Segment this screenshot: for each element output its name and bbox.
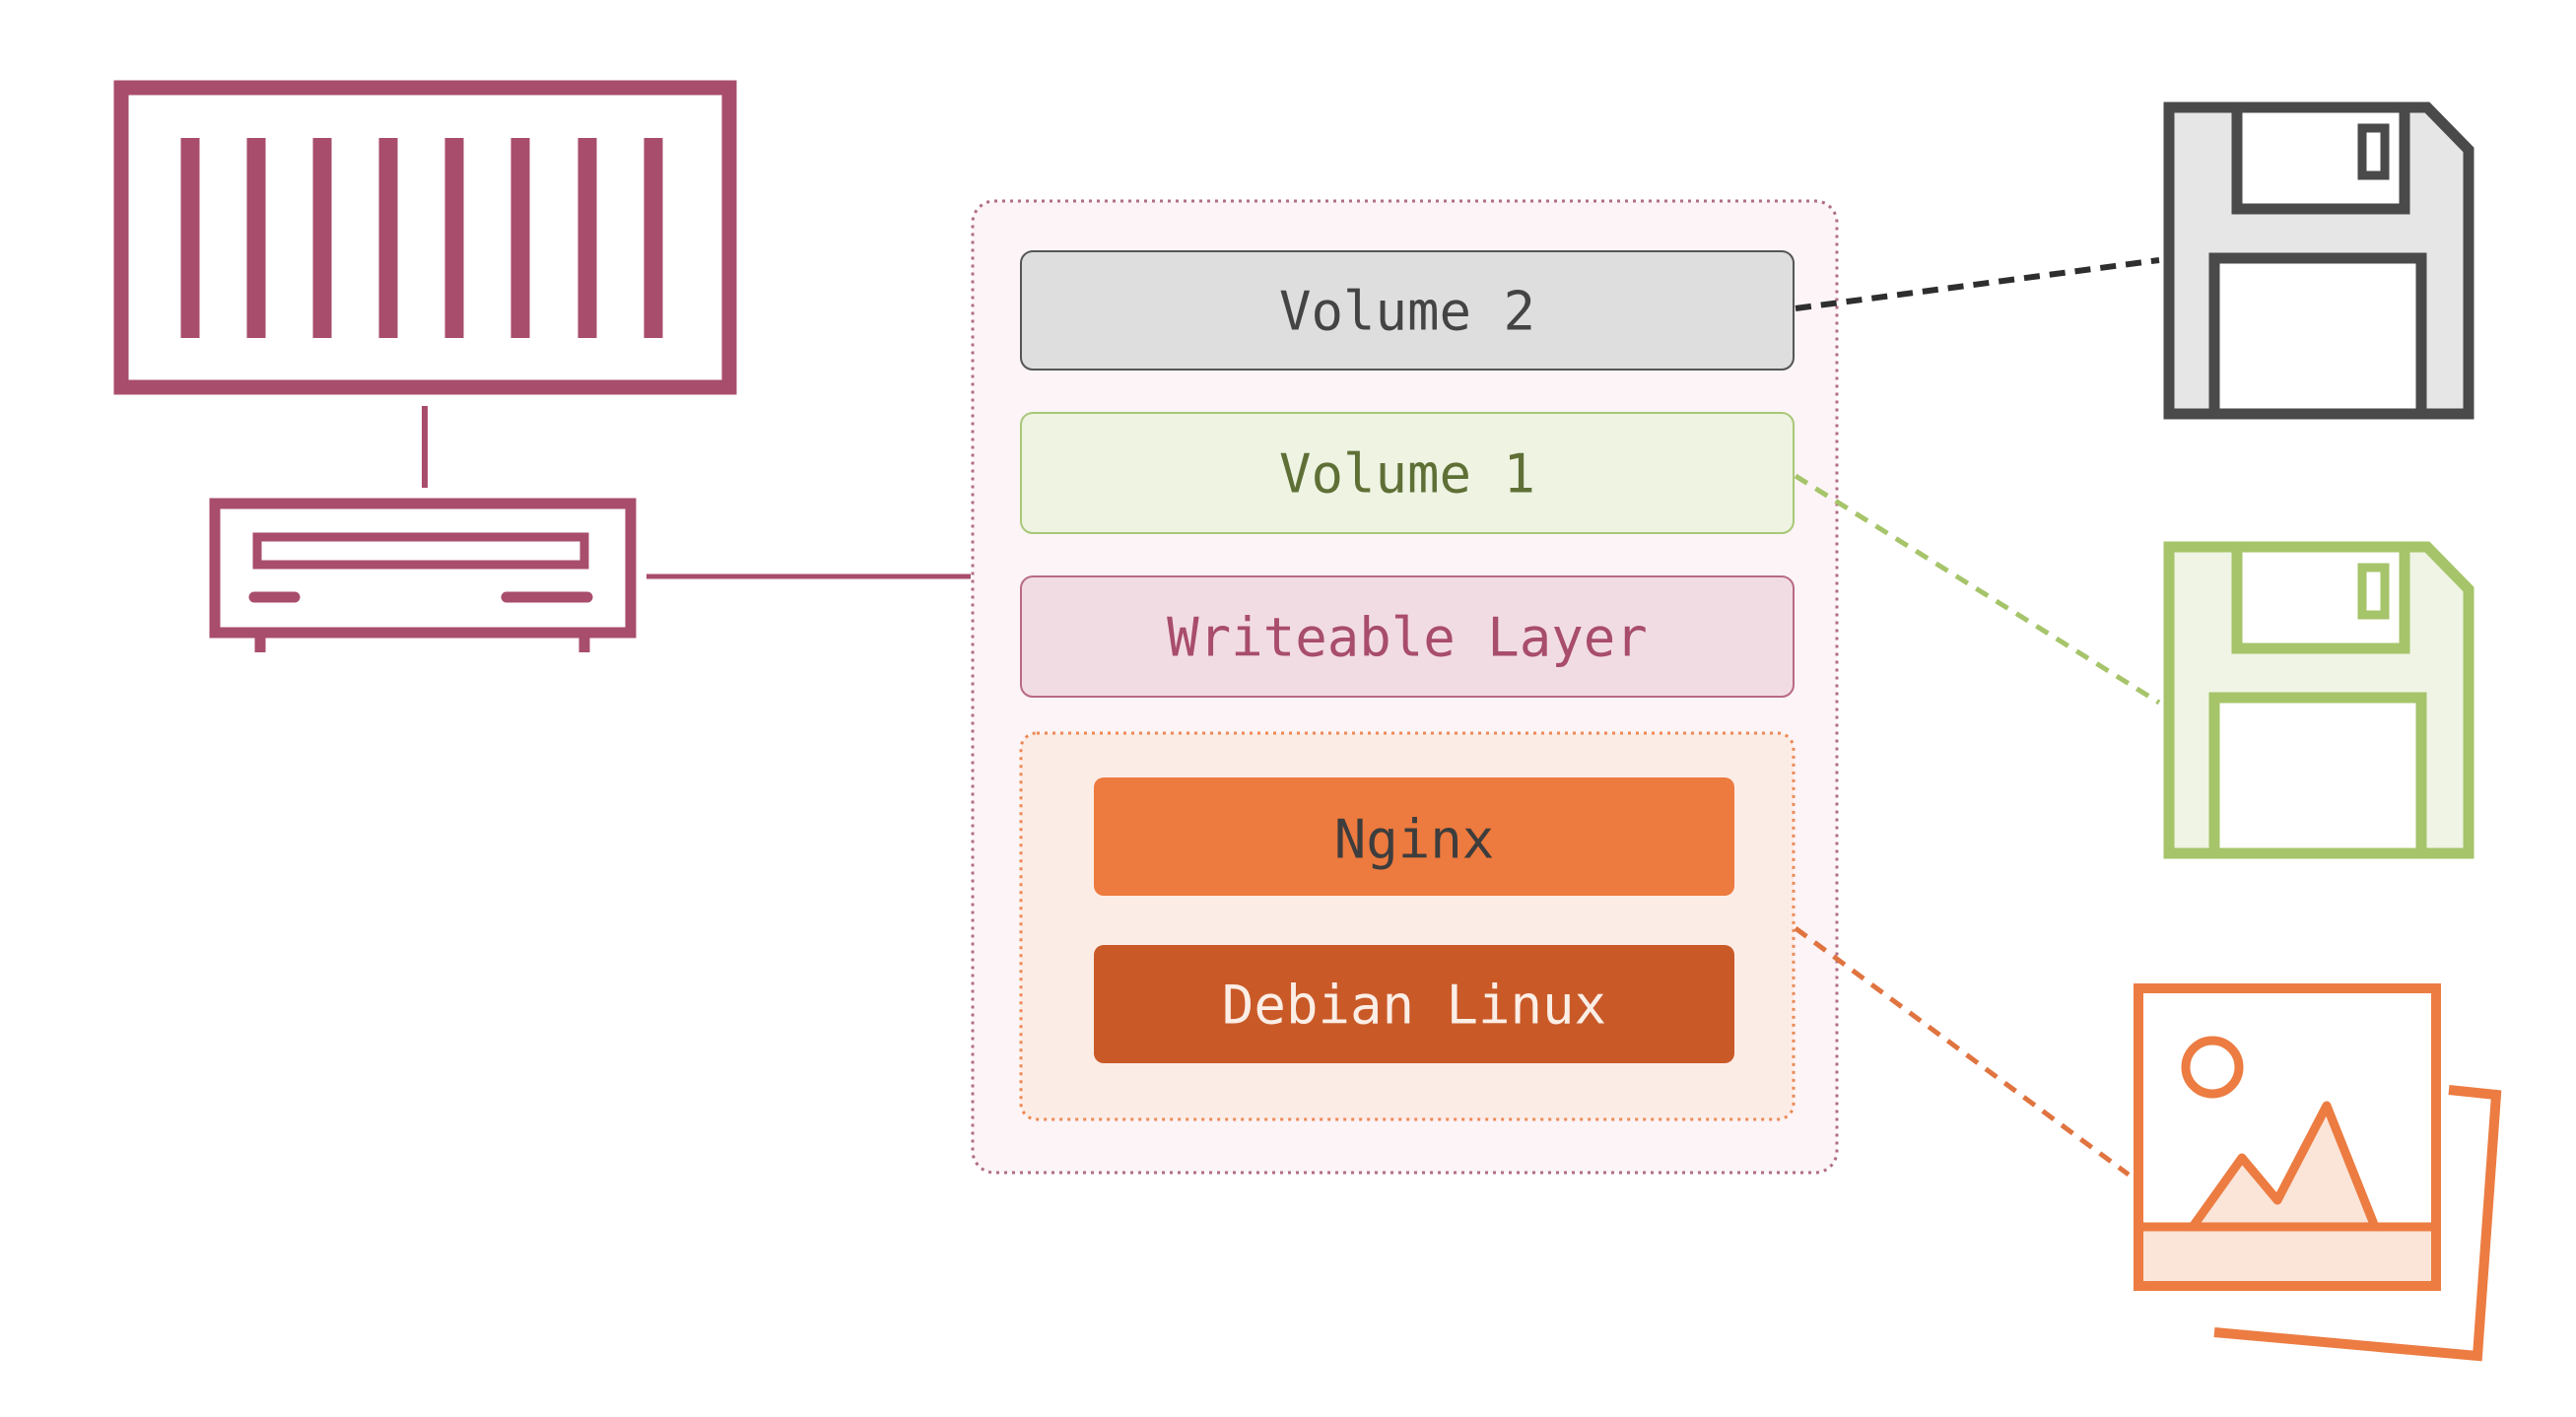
writeable-layer-label: Writeable Layer <box>1167 607 1648 669</box>
nginx-label: Nginx <box>1334 809 1495 871</box>
server-drive-icon <box>209 498 637 652</box>
volume-1-connector <box>1794 473 2161 706</box>
volume-1-layer: Volume 1 <box>1020 412 1795 534</box>
image-photo-icon <box>2134 983 2502 1362</box>
volume-1-label: Volume 1 <box>1279 443 1535 506</box>
debian-linux-label: Debian Linux <box>1222 975 1606 1037</box>
volume-2-connector <box>1795 257 2160 311</box>
debian-linux-layer: Debian Linux <box>1094 945 1734 1063</box>
image-connector <box>1794 925 2131 1178</box>
shipping-container-icon <box>113 80 737 395</box>
floppy-disk-icon <box>2163 541 2474 859</box>
nginx-layer: Nginx <box>1094 777 1734 896</box>
writeable-layer: Writeable Layer <box>1020 575 1795 698</box>
floppy-disk-icon <box>2163 101 2474 420</box>
volume-2-label: Volume 2 <box>1279 281 1535 343</box>
volume-2-layer: Volume 2 <box>1020 250 1795 371</box>
